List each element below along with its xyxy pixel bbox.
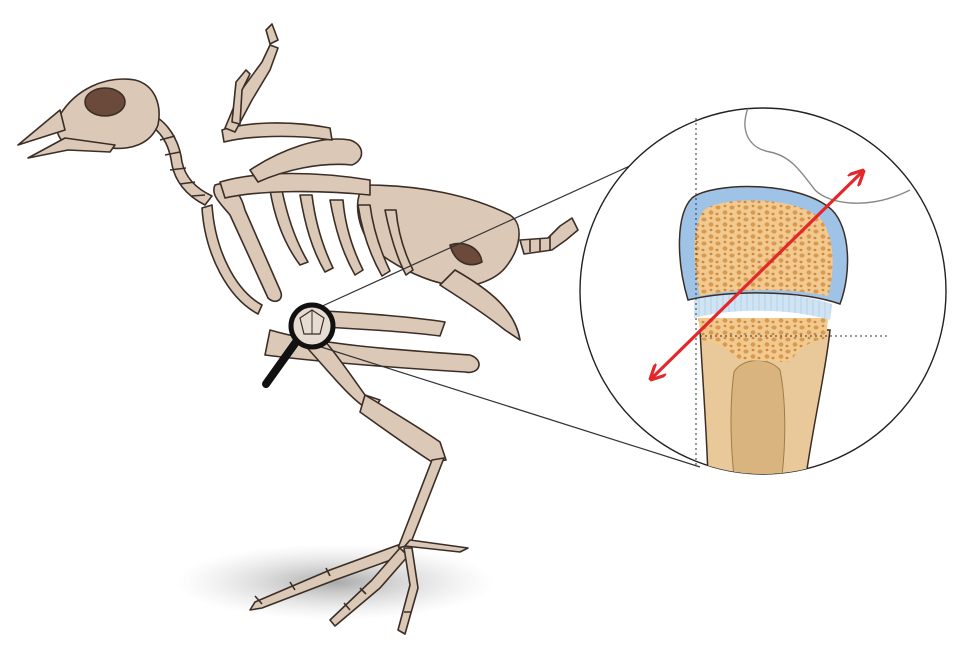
tail-vertebrae bbox=[519, 217, 579, 255]
ribs bbox=[269, 189, 414, 277]
bird-skeleton-icon bbox=[17, 23, 579, 635]
furcula bbox=[201, 204, 263, 315]
neck-vertebrae bbox=[149, 117, 213, 206]
magnifying-glass-icon bbox=[262, 302, 336, 388]
vertebral-column bbox=[219, 172, 371, 199]
marrow-cavity bbox=[730, 360, 786, 474]
pubis bbox=[439, 269, 521, 341]
wing bbox=[221, 23, 363, 183]
detail-circle bbox=[579, 107, 947, 475]
skull bbox=[17, 78, 160, 159]
epiphysis-cancellous bbox=[694, 200, 833, 296]
double-headed-arrow-icon bbox=[652, 172, 862, 378]
zoom-guide-lines bbox=[317, 143, 701, 468]
tarsometatarsus bbox=[397, 457, 445, 549]
tibiotarsus bbox=[359, 394, 447, 463]
toes bbox=[249, 539, 469, 635]
coracoid bbox=[213, 183, 283, 302]
eye-socket bbox=[84, 87, 126, 117]
ground-shadow bbox=[175, 544, 495, 620]
